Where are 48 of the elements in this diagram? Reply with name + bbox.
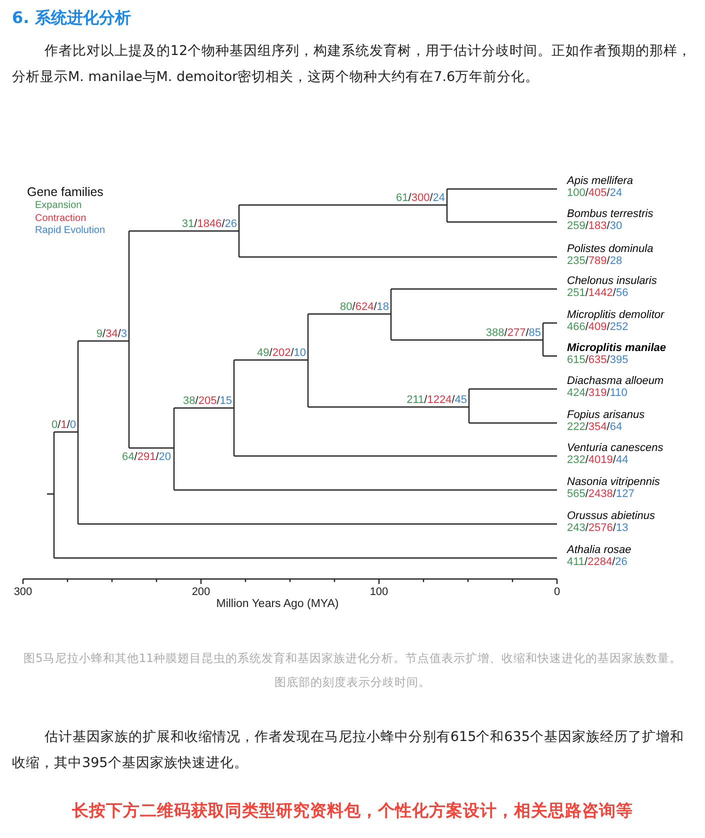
gene-count-label: 243/2576/13 <box>567 522 628 534</box>
gene-count-label: 222/354/64 <box>567 421 622 433</box>
species-name: Orussus abietinus <box>567 510 656 522</box>
gene-count-label: 466/409/252 <box>567 321 628 333</box>
promo-text: 长按下方二维码获取同类型研究资料包，个性化方案设计，相关思路咨询等 <box>71 800 634 822</box>
gene-count-label: 615/635/395 <box>567 354 628 366</box>
gene-count-label: 388/277/85 <box>486 327 541 339</box>
gene-count-label: 0/1/0 <box>52 419 76 431</box>
legend-label: Rapid Evolution <box>35 225 106 236</box>
gene-count-label: 64/291/20 <box>122 451 171 463</box>
gene-count-label: 49/202/10 <box>257 347 306 359</box>
axis-tick-label: 100 <box>368 586 390 598</box>
gene-count-label: 411/2284/26 <box>567 556 628 568</box>
gene-count-label: 80/624/18 <box>340 301 389 313</box>
species-name: Fopius arisanus <box>567 409 645 421</box>
axis-title: Million Years Ago (MYA) <box>215 598 340 610</box>
section-title: 6. 系统进化分析 <box>12 8 131 29</box>
gene-count-label: 38/205/15 <box>183 395 232 407</box>
gene-count-label: 31/1846/26 <box>182 218 237 230</box>
gene-count-label: 61/300/24 <box>396 192 445 204</box>
gene-count-label: 259/183/30 <box>567 220 622 232</box>
paragraph: 作者比对以上提及的12个物种基因组序列，构建系统发育树，用于估计分歧时间。正如作者预期的那样，分析显示M. manilae与M. demoitor密切相关，这两个物种大约有在7.6万年前分化。 <box>12 42 692 87</box>
species-name: Chelonus insularis <box>567 275 657 287</box>
gene-count-label: 235/789/28 <box>567 255 622 267</box>
species-name: Polistes dominula <box>567 243 654 255</box>
gene-count-label: 232/4019/44 <box>567 454 628 466</box>
species-name: Microplitis manilae <box>567 342 666 354</box>
figure-caption: 图5马尼拉小蜂和其他11种膜翅目昆虫的系统发育和基因家族进化分析。节点值表示扩增、收缩和快速进化的基因家族数量。图底部的刻度表示分歧时间。 <box>22 650 682 691</box>
axis-tick-label: 0 <box>552 586 562 598</box>
species-name: Microplitis demolitor <box>567 309 664 321</box>
species-name: Bombus terrestris <box>567 208 654 220</box>
species-name: Nasonia vitripennis <box>567 476 660 488</box>
axis-tick-label: 300 <box>12 586 34 598</box>
gene-count-label: 211/1224/45 <box>406 394 467 406</box>
paragraph: 估计基因家族的扩展和收缩情况，作者发现在马尼拉小蜂中分别有615个和635个基因家族经历了扩增和收缩，其中395个基因家族快速进化。 <box>12 728 685 773</box>
species-name: Venturia canescens <box>567 442 664 454</box>
legend-label: Expansion <box>35 200 82 211</box>
species-name: Athalia rosae <box>567 544 632 556</box>
legend-label: Contraction <box>35 212 86 224</box>
axis-tick-label: 200 <box>190 586 212 598</box>
gene-count-label: 100/405/24 <box>567 187 622 199</box>
species-name: Diachasma alloeum <box>567 375 664 387</box>
legend-title: Gene families <box>27 185 104 199</box>
gene-count-label: 9/34/3 <box>96 328 127 340</box>
gene-count-label: 251/1442/56 <box>567 287 628 299</box>
gene-count-label: 565/2438/127 <box>567 488 634 500</box>
gene-count-label: 424/319/110 <box>567 387 628 399</box>
species-name: Apis mellifera <box>567 175 634 187</box>
